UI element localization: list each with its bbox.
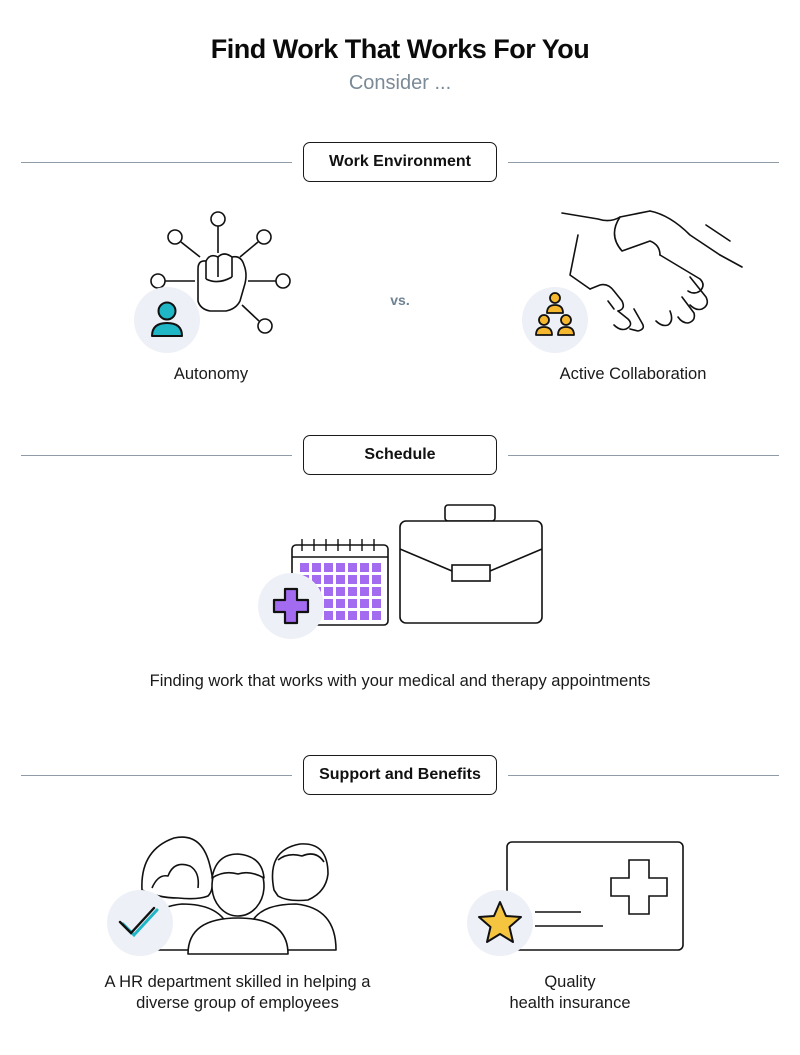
calendar-day-cell: [324, 575, 333, 584]
page-subtitle: Consider ...: [348, 72, 452, 94]
section-heading-support-and-benefits: Support and Benefits: [303, 755, 497, 795]
caption-line: Quality: [544, 973, 596, 991]
insurance-card-icon: [506, 841, 684, 951]
calendar-day-cell: [348, 575, 357, 584]
calendar-day-cell: [360, 587, 369, 596]
calendar-day-cell: [312, 575, 321, 584]
page-title: Find Work That Works For You: [210, 34, 590, 64]
calendar-day-cell: [324, 611, 333, 620]
caption-line: health insurance: [509, 994, 631, 1012]
star-icon: [467, 890, 533, 956]
active-collaboration-caption: Active Collaboration: [559, 365, 707, 383]
calendar-day-cell: [360, 575, 369, 584]
handshake-icon: [561, 210, 743, 332]
vs-label: vs.: [390, 292, 410, 308]
people-group-icon: [139, 836, 337, 955]
health-insurance-caption: Quality health insurance: [470, 972, 670, 1014]
calendar-day-cell: [324, 587, 333, 596]
person-icon: [134, 287, 200, 353]
caption-line: A HR department skilled in helping a: [104, 973, 371, 991]
calendar-day-cell: [372, 611, 381, 620]
calendar-day-cell: [372, 575, 381, 584]
calendar-day-cell: [348, 599, 357, 608]
calendar-day-cell: [312, 563, 321, 572]
calendar-day-cell: [336, 587, 345, 596]
calendar-day-cell: [360, 611, 369, 620]
calendar-day-cell: [324, 563, 333, 572]
calendar-day-cell: [348, 611, 357, 620]
calendar-day-cell: [372, 599, 381, 608]
section-divider-right: [508, 775, 779, 776]
calendar-day-cell: [336, 575, 345, 584]
section-heading-schedule: Schedule: [303, 435, 497, 475]
calendar-day-cell: [336, 599, 345, 608]
section-divider-left: [21, 775, 292, 776]
calendar-day-cell: [348, 563, 357, 572]
caption-line: diverse group of employees: [136, 994, 339, 1012]
section-heading-work-environment: Work Environment: [303, 142, 497, 182]
calendar-day-cell: [372, 587, 381, 596]
raised-fist-network-icon: [150, 211, 291, 334]
calendar-day-cell: [360, 599, 369, 608]
calendar-day-cell: [336, 563, 345, 572]
checkmark-icon: [107, 890, 173, 956]
section-divider-right: [508, 455, 779, 456]
section-divider-left: [21, 162, 292, 163]
section-divider-right: [508, 162, 779, 163]
hr-department-caption: A HR department skilled in helping a div…: [60, 972, 415, 1014]
group-icon: [522, 287, 588, 353]
medical-cross-icon: [258, 573, 324, 639]
calendar-day-cell: [348, 587, 357, 596]
calendar-day-cell: [300, 563, 309, 572]
calendar-day-cell: [360, 563, 369, 572]
calendar-day-cell: [324, 599, 333, 608]
calendar-briefcase-icon: [291, 504, 543, 626]
schedule-caption: Finding work that works with your medica…: [149, 672, 651, 690]
section-divider-left: [21, 455, 292, 456]
calendar-day-cell: [372, 563, 381, 572]
autonomy-caption: Autonomy: [173, 365, 249, 383]
calendar-day-cell: [336, 611, 345, 620]
